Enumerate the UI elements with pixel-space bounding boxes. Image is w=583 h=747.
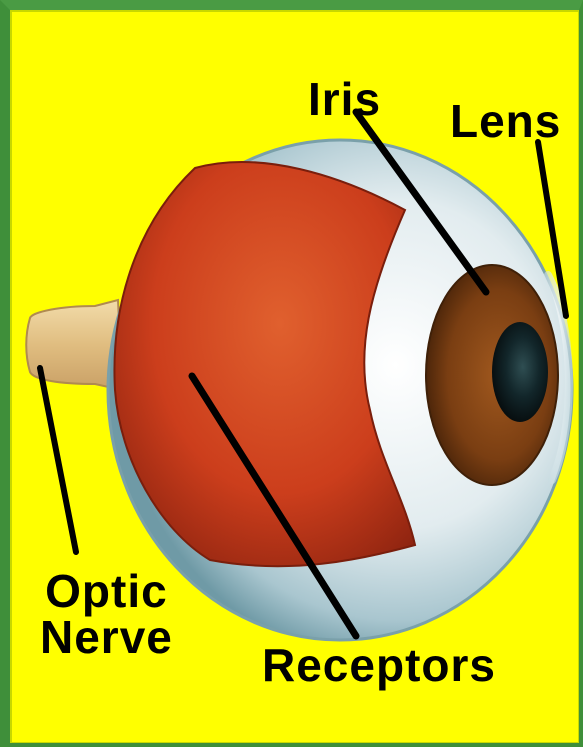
optic-nerve-label: Optic Nerve xyxy=(40,568,173,660)
iris-label: Iris xyxy=(308,76,381,122)
optic-nerve-pointer-line xyxy=(40,368,76,552)
pupil-shape xyxy=(492,322,548,422)
lens-label: Lens xyxy=(450,98,561,144)
optic-nerve-label-line1: Optic xyxy=(40,568,173,614)
optic-nerve-label-line2: Nerve xyxy=(40,614,173,660)
receptors-label: Receptors xyxy=(262,642,496,688)
